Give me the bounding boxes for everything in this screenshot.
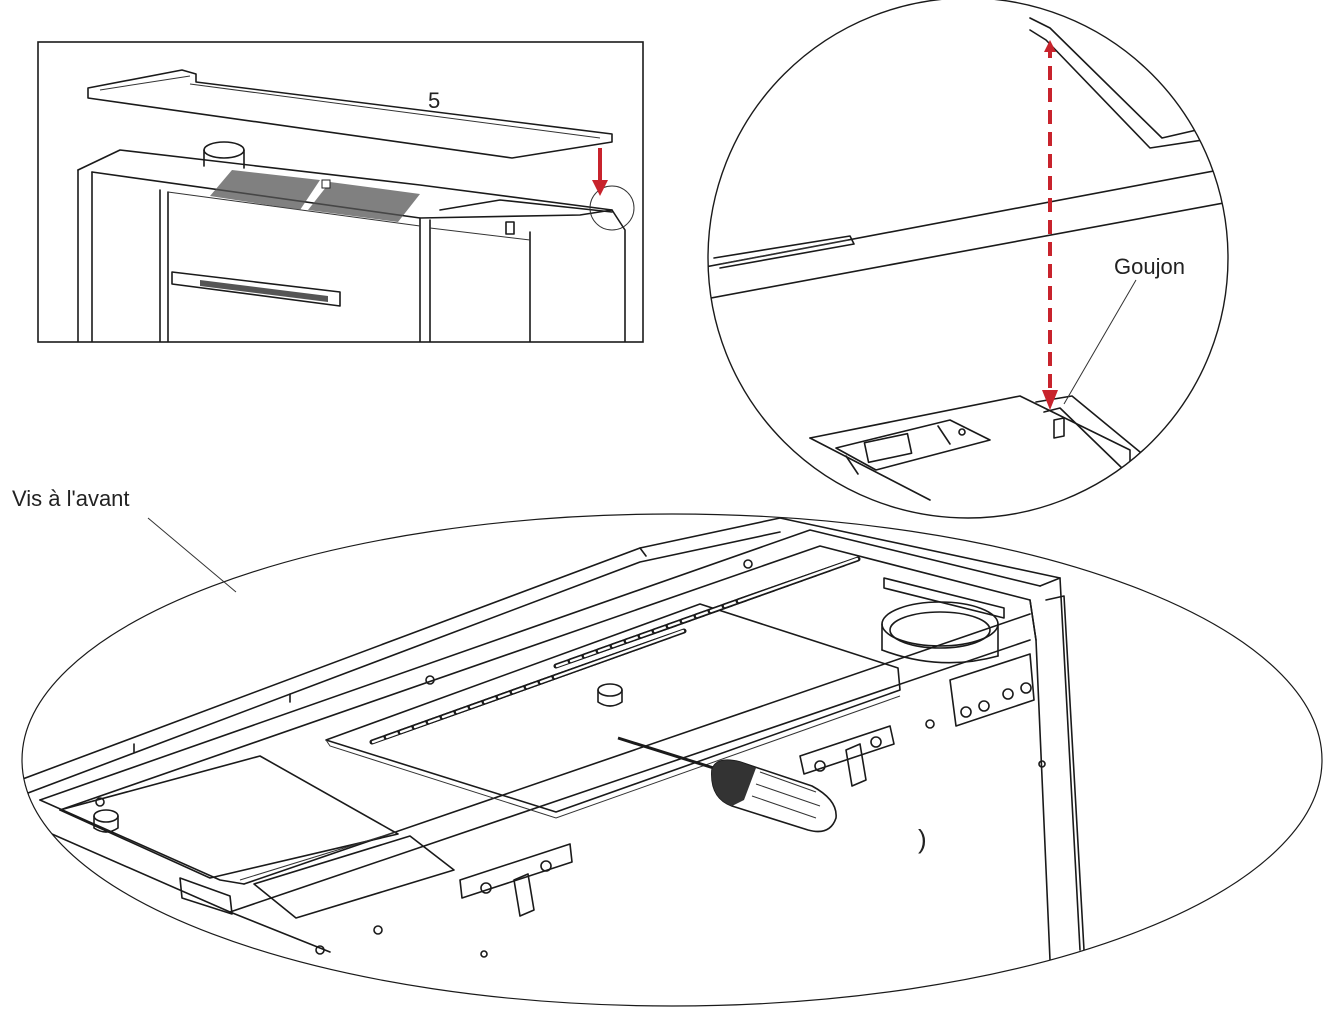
front-screw-label: Vis à l'avant bbox=[12, 486, 130, 511]
front-slot bbox=[171, 271, 341, 307]
down-dashed-arrow-red bbox=[1042, 40, 1058, 410]
plate-knob bbox=[93, 683, 623, 833]
hinge-brackets bbox=[459, 725, 895, 917]
front-screw-leader bbox=[147, 517, 237, 593]
stud-leader-line bbox=[1063, 279, 1137, 405]
detail-circle-frame bbox=[707, 0, 1229, 519]
screw-detail-view: Vis à l'avant bbox=[12, 486, 1323, 1007]
grille-slot-inner bbox=[553, 629, 685, 679]
cover-plate-detail bbox=[708, 17, 1228, 301]
stud-label: Goujon bbox=[1114, 254, 1185, 279]
grille-slot-inner bbox=[737, 557, 859, 603]
top-cover-plate bbox=[87, 69, 613, 159]
top-grille bbox=[210, 170, 420, 222]
overview-inset: 5 bbox=[37, 41, 644, 343]
left-plates bbox=[59, 755, 455, 919]
stove-body bbox=[77, 141, 626, 342]
step-number: 5 bbox=[428, 88, 440, 113]
screwdriver bbox=[617, 736, 837, 833]
inset-stud bbox=[505, 221, 515, 235]
detail-ellipse-frame bbox=[21, 513, 1323, 1007]
grille-plate bbox=[325, 556, 901, 819]
down-arrow-red bbox=[592, 148, 608, 196]
panel-marker: ) bbox=[918, 824, 927, 854]
detail-marker-circle bbox=[589, 185, 635, 231]
stud-detail-view: Goujon bbox=[707, 0, 1229, 519]
